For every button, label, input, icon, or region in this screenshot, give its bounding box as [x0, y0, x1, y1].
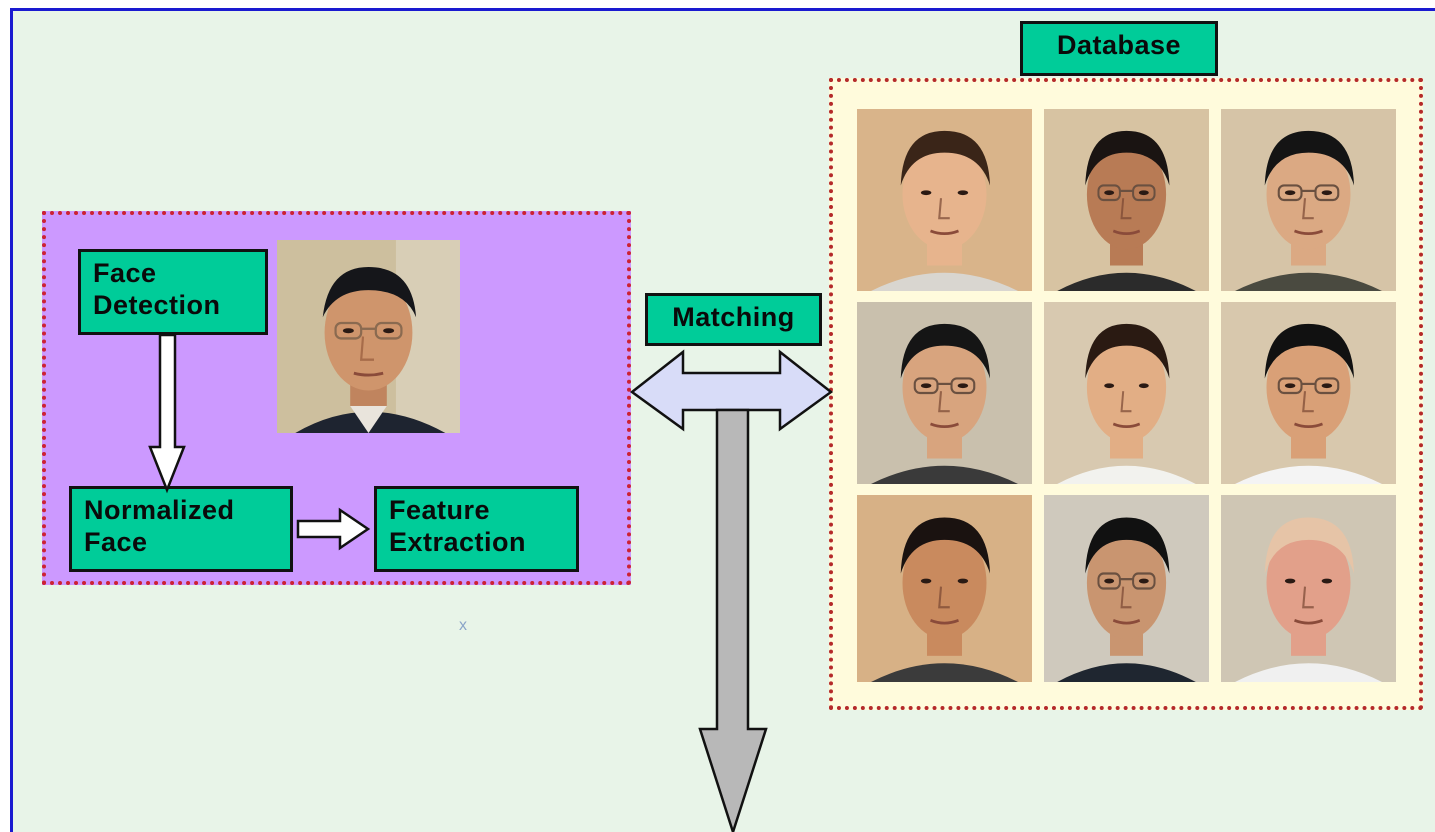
database-face-photo-icon-2 — [1044, 109, 1209, 291]
feature-extraction-box: Feature Extraction — [374, 486, 579, 572]
normalized-face-line-1: Normalized — [84, 495, 235, 525]
query-face-photo-icon — [277, 240, 460, 433]
database-label: Database — [1056, 30, 1182, 60]
feature-extraction-line-2: Extraction — [389, 527, 527, 557]
face-detection-line-2: Detection — [93, 290, 221, 320]
face-detection-line-1: Face — [93, 258, 157, 288]
database-title-box: Database — [1020, 21, 1218, 76]
database-face-photo-icon-6 — [1221, 302, 1396, 484]
stray-mark: x — [459, 617, 467, 634]
matching-box: Matching — [645, 293, 822, 346]
database-face-photo-icon-4 — [857, 302, 1032, 484]
feature-extraction-line-1: Feature — [389, 495, 491, 525]
database-face-photo-icon-7 — [857, 495, 1032, 682]
normalized-face-line-2: Face — [84, 527, 148, 557]
database-face-photo-icon-9 — [1221, 495, 1396, 682]
face-detection-box: Face Detection — [78, 249, 268, 335]
database-face-photo-icon-3 — [1221, 109, 1396, 291]
database-face-photo-icon-1 — [857, 109, 1032, 291]
matching-label: Matching — [672, 302, 795, 332]
normalized-face-box: Normalized Face — [69, 486, 293, 572]
database-face-photo-icon-5 — [1044, 302, 1209, 484]
database-face-photo-icon-8 — [1044, 495, 1209, 682]
